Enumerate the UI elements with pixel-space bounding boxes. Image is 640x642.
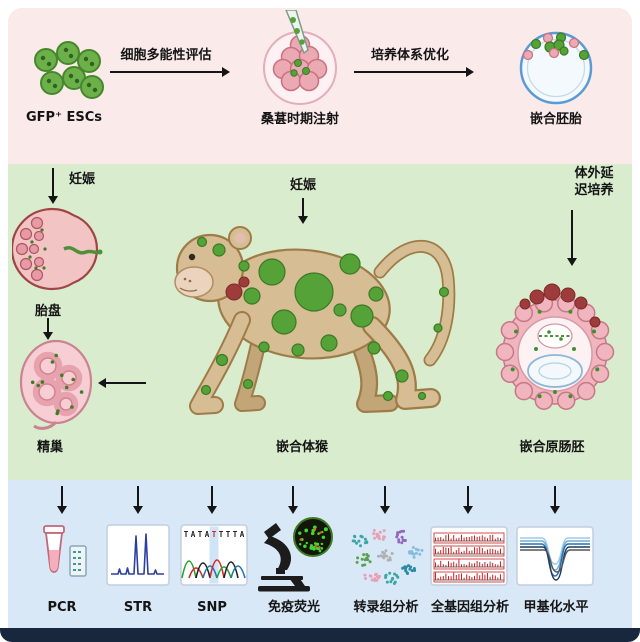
embryo-label: 嵌合胚胎: [529, 112, 582, 127]
arrow-to-snp: [211, 486, 214, 506]
gfp-patches: [196, 236, 450, 402]
arrow-extended-culture: [571, 210, 574, 258]
immunofluorescence-microscope-icon: [258, 517, 333, 592]
monkey-label: 嵌合体猴: [275, 440, 328, 455]
arrow-to-transcriptome: [384, 486, 387, 506]
snp-chromatogram-icon: T A T A T T T T A: [180, 524, 248, 586]
testis-illustration: [19, 339, 93, 430]
pregnancy-left-label: 妊娠: [68, 172, 95, 187]
snp-letter: A: [205, 530, 210, 539]
assay-label-transcriptome: 转录组分析: [353, 600, 419, 615]
snp-letter: A: [191, 530, 196, 539]
arrow-pregnancy-center: [302, 198, 305, 216]
arrow-monkey-to-testis: [106, 382, 146, 385]
placenta-illustration: [12, 207, 103, 291]
assay-label-snp: SNP: [197, 600, 227, 615]
monkey-muzzle: [174, 266, 214, 298]
gfp-esc-label: GFP⁺ ESCs: [26, 110, 102, 125]
arrow-to-pcr: [61, 486, 64, 506]
arrow-to-str: [137, 486, 140, 506]
genome-browser-tracks-icon: [430, 526, 508, 586]
microscope-silhouette: [258, 523, 310, 592]
snp-letter: T: [184, 530, 189, 539]
assay-label-immunofluorescence: 免疫荧光: [267, 600, 320, 615]
extended-culture-line2: 迟培养: [574, 182, 614, 198]
arrow-placenta-to-testis: [47, 318, 50, 332]
umbilical-cord: [63, 246, 101, 255]
morula-label: 桑葚时期注射: [260, 112, 339, 127]
assay-label-pcr: PCR: [47, 600, 77, 615]
methylation-profile-icon: [516, 526, 594, 586]
gastrula-label: 嵌合原肠胚: [519, 440, 585, 455]
arrow-to-immunofluorescence: [292, 486, 295, 506]
assay-label-genome: 全基因组分析: [430, 600, 509, 615]
step1-label: 细胞多能性评估: [120, 48, 212, 63]
gfp-esc-cluster-illustration: [34, 41, 104, 99]
str-electropherogram-icon: [106, 524, 170, 586]
chimeric-embryo-illustration: [519, 31, 593, 105]
step2-label: 培养体系优化: [370, 48, 449, 63]
snp-letter: T: [198, 530, 203, 539]
pregnancy-center-label: 妊娠: [289, 178, 316, 193]
placenta-label: 胎盘: [34, 304, 61, 319]
bottom-bar: [0, 628, 640, 642]
chimeric-monkey-illustration: [174, 226, 456, 415]
snp-variant-letter: T: [212, 530, 217, 539]
morula-injection-illustration: [263, 10, 337, 105]
arrow-to-methylation: [554, 486, 557, 506]
arrow-to-genome: [467, 486, 470, 506]
testis-label: 精巢: [36, 440, 63, 455]
assay-label-methylation: 甲基化水平: [523, 600, 589, 615]
snp-letter: T: [226, 530, 231, 539]
arrow-pregnancy-left: [52, 168, 55, 196]
arrow-step1: [110, 71, 222, 74]
tsne-cluster-plot-icon: [351, 528, 424, 585]
extended-culture-label: 体外延 迟培养: [560, 166, 628, 200]
snp-letter: A: [240, 530, 245, 539]
arrow-step2: [354, 71, 466, 74]
extended-culture-line1: 体外延: [574, 166, 614, 181]
snp-letter: T: [233, 530, 238, 539]
chimeric-gastrula-illustration: [495, 283, 615, 410]
snp-letter: T: [219, 530, 224, 539]
pcr-tube-icon: [43, 525, 87, 577]
assay-label-str: STR: [123, 600, 153, 615]
